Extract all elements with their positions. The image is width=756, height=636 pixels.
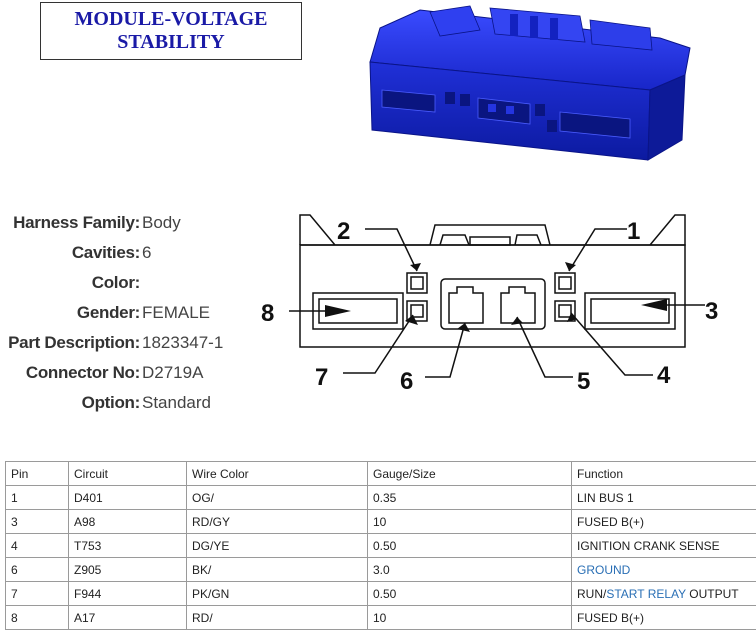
cell-wire-color: DG/YE xyxy=(186,533,368,558)
cell-wire-color: BK/ xyxy=(186,557,368,582)
cell-wire-color: RD/GY xyxy=(186,509,368,534)
col-header-pin: Pin xyxy=(5,461,69,486)
function-text-post: OUTPUT xyxy=(685,586,739,601)
connector-face-diagram: 2 1 8 3 7 6 5 4 xyxy=(261,214,718,395)
prop-value: FEMALE xyxy=(142,303,211,322)
cell-pin: 8 xyxy=(5,605,69,630)
cell-pin: 7 xyxy=(5,581,69,606)
cell-gauge: 0.50 xyxy=(367,581,572,606)
col-header-circuit: Circuit xyxy=(68,461,187,486)
cell-circuit: A98 xyxy=(68,509,187,534)
function-text-pre: RUN/ xyxy=(577,586,607,601)
cell-gauge: 3.0 xyxy=(367,557,572,582)
title-line-2: STABILITY xyxy=(117,31,225,53)
table-row: 4 T753 DG/YE 0.50 IGNITION CRANK SENSE xyxy=(5,533,756,558)
prop-value: Standard xyxy=(142,393,211,412)
title-line-1: MODULE-VOLTAGE xyxy=(74,8,268,30)
table-row: 1 D401 OG/ 0.35 LIN BUS 1 xyxy=(5,485,756,510)
prop-harness-family: Harness Family: Body xyxy=(0,208,240,238)
cell-pin: 4 xyxy=(5,533,69,558)
cell-circuit: Z905 xyxy=(68,557,187,582)
table-row: 8 A17 RD/ 10 FUSED B(+) xyxy=(5,605,756,630)
cell-function: GROUND xyxy=(571,557,756,582)
table-header-row: Pin Circuit Wire Color Gauge/Size Functi… xyxy=(5,461,756,486)
prop-label: Connector No: xyxy=(25,363,140,382)
table-row: 3 A98 RD/GY 10 FUSED B(+) xyxy=(5,509,756,534)
col-header-function: Function xyxy=(571,461,756,486)
cell-function: LIN BUS 1 xyxy=(571,485,756,510)
pin-label-8: 8 xyxy=(261,300,274,327)
prop-connector-no: Connector No: D2719A xyxy=(0,358,240,388)
prop-value: D2719A xyxy=(142,363,204,382)
cell-circuit: D401 xyxy=(68,485,187,510)
pin-label-3: 3 xyxy=(705,298,718,325)
cell-pin: 6 xyxy=(5,557,69,582)
prop-color: Color: xyxy=(0,268,240,298)
prop-part-description: Part Description: 1823347-1 xyxy=(0,328,240,358)
prop-label: Part Description: xyxy=(8,333,140,352)
cell-wire-color: RD/ xyxy=(186,605,368,630)
cell-circuit: A17 xyxy=(68,605,187,630)
cell-pin: 3 xyxy=(5,509,69,534)
pin-label-5: 5 xyxy=(577,368,590,395)
cell-circuit: F944 xyxy=(68,581,187,606)
prop-value: Body xyxy=(142,213,181,232)
cell-pin: 1 xyxy=(5,485,69,510)
pin-label-2: 2 xyxy=(337,218,350,245)
prop-option: Option: Standard xyxy=(0,388,240,418)
cell-wire-color: PK/GN xyxy=(186,581,368,606)
pin-label-4: 4 xyxy=(657,362,671,389)
col-header-wire-color: Wire Color xyxy=(186,461,368,486)
function-link-start-relay[interactable]: START RELAY xyxy=(606,586,686,601)
prop-label: Gender: xyxy=(76,303,140,322)
pin-label-1: 1 xyxy=(627,218,640,245)
cell-gauge: 10 xyxy=(367,509,572,534)
cell-function: RUN/START RELAY OUTPUT xyxy=(571,581,756,606)
table-row: 6 Z905 BK/ 3.0 GROUND xyxy=(5,557,756,582)
cell-function: FUSED B(+) xyxy=(571,605,756,630)
prop-label: Color: xyxy=(91,273,141,292)
connector-3d-image xyxy=(369,5,691,161)
cell-gauge: 0.50 xyxy=(367,533,572,558)
function-link-ground[interactable]: GROUND xyxy=(577,562,631,577)
prop-value: 6 xyxy=(142,243,152,262)
prop-gender: Gender: FEMALE xyxy=(0,298,240,328)
prop-label: Option: xyxy=(81,393,141,412)
prop-cavities: Cavities: 6 xyxy=(0,238,240,268)
pinout-table: Pin Circuit Wire Color Gauge/Size Functi… xyxy=(5,461,756,630)
col-header-gauge: Gauge/Size xyxy=(367,461,572,486)
prop-label: Cavities: xyxy=(71,243,140,262)
cell-gauge: 0.35 xyxy=(367,485,572,510)
prop-value: 1823347-1 xyxy=(142,333,224,352)
cell-wire-color: OG/ xyxy=(186,485,368,510)
cell-function: IGNITION CRANK SENSE xyxy=(571,533,756,558)
title-box: MODULE-VOLTAGE STABILITY xyxy=(40,2,302,60)
cell-circuit: T753 xyxy=(68,533,187,558)
pin-label-6: 6 xyxy=(400,368,413,395)
cell-function: FUSED B(+) xyxy=(571,509,756,534)
pin-label-7: 7 xyxy=(315,364,328,391)
cell-gauge: 10 xyxy=(367,605,572,630)
prop-label: Harness Family: xyxy=(13,213,140,232)
table-row: 7 F944 PK/GN 0.50 RUN/START RELAY OUTPUT xyxy=(5,581,756,606)
